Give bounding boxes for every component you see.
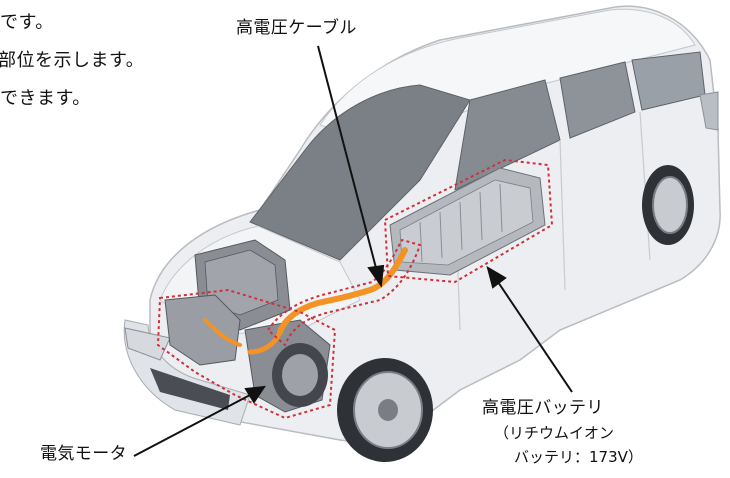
- highlight-outlines: [156, 158, 554, 420]
- intro-text: です。 部位を示します。 できます。: [0, 4, 144, 118]
- high-voltage-battery-label: 高電圧バッテリ: [482, 398, 604, 418]
- leader-lines: [133, 45, 573, 457]
- intro-line: 部位を示します。: [0, 50, 145, 71]
- cable-highlight: [266, 238, 422, 347]
- electric-motor-label: 電気モータ: [40, 444, 127, 464]
- rear-wheel: [642, 165, 694, 245]
- front-wheel: [337, 358, 433, 462]
- battery-highlight: [383, 158, 554, 284]
- engine-bay: [164, 239, 331, 413]
- high-voltage-cable-label: 高電圧ケーブル: [236, 18, 357, 38]
- intro-line: できます。: [0, 88, 91, 109]
- intro-line: です。: [0, 12, 54, 33]
- battery-type-line-1: （リチウムイオン: [494, 424, 615, 442]
- battery-type-line-2: バッテリ：173V）: [514, 448, 643, 466]
